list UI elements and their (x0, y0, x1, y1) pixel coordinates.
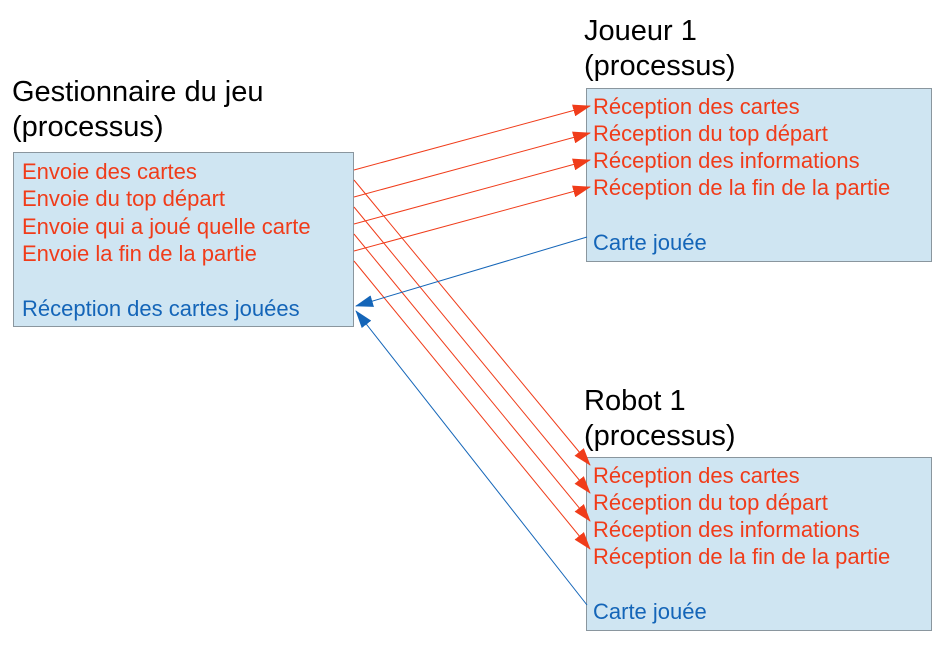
player-title-kind: (processus) (584, 50, 736, 82)
arrow-cards-to-player (353, 104, 591, 171)
robot-box: Réception des cartes Réception du top dé… (586, 457, 932, 631)
manager-send-end: Envoie la fin de la partie (22, 241, 257, 266)
player-receive-cards: Réception des cartes (593, 94, 800, 119)
arrow-start-to-robot (353, 206, 591, 494)
arrow-info-to-robot (353, 233, 591, 522)
manager-title-kind: (processus) (12, 111, 164, 143)
robot-send-played: Carte jouée (593, 599, 707, 624)
player-receive-info: Réception des informations (593, 148, 860, 173)
arrow-cards-to-robot (353, 179, 591, 466)
robot-receive-end: Réception de la fin de la partie (593, 544, 891, 569)
robot-receive-start: Réception du top départ (593, 490, 828, 515)
robot-title-kind: (processus) (584, 420, 736, 452)
robot-title: Robot 1 (processus) (584, 384, 736, 454)
player-receive-start: Réception du top départ (593, 121, 828, 146)
robot-title-name: Robot 1 (584, 385, 686, 417)
manager-title-name: Gestionnaire du jeu (12, 76, 264, 108)
manager-send-cards: Envoie des cartes (22, 159, 197, 184)
player-receive-end: Réception de la fin de la partie (593, 175, 891, 200)
manager-box: Envoie des cartes Envoie du top départ E… (13, 152, 354, 327)
arrow-end-to-robot (353, 260, 591, 550)
arrow-start-to-player (353, 131, 591, 198)
player-title-name: Joueur 1 (584, 15, 697, 47)
player-send-played: Carte jouée (593, 230, 707, 255)
manager-title: Gestionnaire du jeu (processus) (12, 75, 264, 145)
manager-send-start: Envoie du top départ (22, 186, 226, 211)
robot-receive-cards: Réception des cartes (593, 463, 800, 488)
arrow-played-from-robot (355, 310, 588, 606)
manager-send-played-info: Envoie qui a joué quelle carte (22, 214, 311, 239)
arrow-end-to-player (353, 185, 591, 252)
arrow-info-to-player (353, 158, 591, 225)
robot-receive-info: Réception des informations (593, 517, 860, 542)
manager-receive-played: Réception des cartes jouées (22, 296, 300, 321)
player-box: Réception des cartes Réception du top dé… (586, 88, 932, 262)
arrow-played-from-player (355, 236, 588, 307)
player-title: Joueur 1 (processus) (584, 14, 736, 84)
